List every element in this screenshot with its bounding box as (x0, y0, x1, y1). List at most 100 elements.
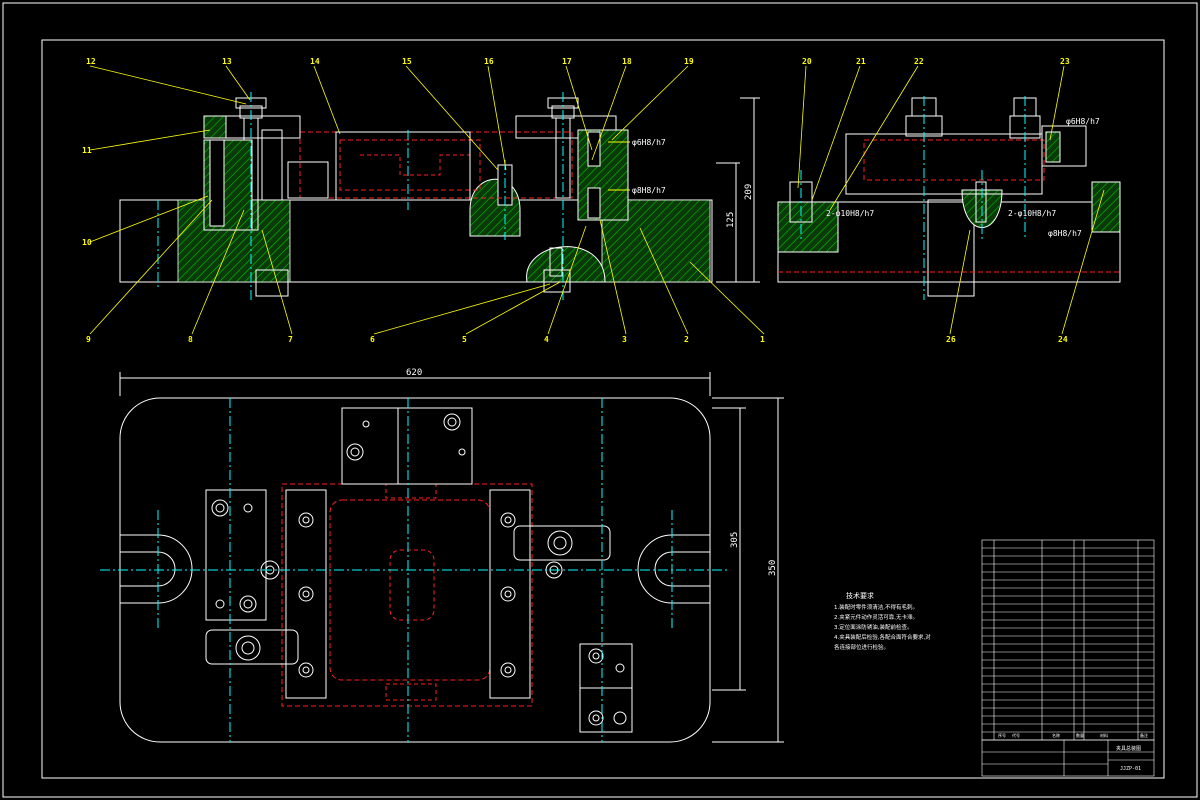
hole (588, 648, 604, 664)
hole (211, 499, 229, 517)
balloon-leader-line (1061, 189, 1105, 335)
right-pin-upper (587, 131, 601, 167)
hole (592, 652, 600, 660)
hole (241, 641, 255, 655)
balloon-leader-line (191, 209, 245, 335)
balloon-label-18: 18 (622, 57, 632, 66)
hole (615, 663, 625, 673)
support-block (287, 161, 329, 199)
hole (592, 714, 600, 722)
bill-of-materials (981, 539, 1155, 741)
left-rail (285, 489, 327, 699)
right-clamp-plate (515, 115, 617, 139)
left-column-bolt (209, 139, 225, 227)
dim-plan-width: 620 (406, 368, 422, 378)
left-clamp-section (203, 115, 227, 139)
side-pin (975, 181, 987, 223)
balloon-leader-line (465, 281, 561, 335)
balloon-label-14: 14 (310, 57, 320, 66)
right-column-section (577, 129, 629, 221)
balloon-leader-line (829, 65, 919, 211)
plan-workpiece-slot (389, 549, 435, 621)
left-clamp-block (205, 489, 267, 621)
dim-front-height: 209 (744, 184, 754, 200)
dim-plan-inner: 305 (730, 532, 740, 548)
balloon-leader-line (591, 65, 627, 161)
bottom-nut (543, 269, 571, 293)
tech-note-line: 各连接部位进行检验。 (834, 643, 889, 651)
hole (504, 590, 512, 598)
plan-view: 620 350 305 (100, 368, 784, 743)
balloon-label-15: 15 (402, 57, 412, 66)
side-workpiece (863, 139, 1045, 181)
hole (243, 599, 253, 609)
bom-header-material: 材料 (1100, 732, 1108, 738)
balloon-leader-line (373, 283, 551, 335)
u-slot-left-inner (120, 551, 176, 587)
hole (547, 530, 573, 556)
workpiece-body (335, 131, 471, 201)
workpiece-outline (299, 131, 573, 199)
balloon-leader-line (225, 65, 251, 101)
hole (458, 448, 466, 456)
side-view: φ6H8/h7 2-φ10H8/h7 2-φ10H8/h7 φ8H8/h7 (777, 96, 1121, 300)
balloon-leader-line (487, 65, 507, 171)
hole (298, 662, 314, 678)
fit-label-2: φ8H8/h7 (632, 186, 666, 195)
u-slot-right-inner (654, 551, 710, 587)
balloon-leader-line (313, 65, 341, 135)
dim-plan-height: 350 (768, 560, 778, 576)
side-clamp-body (845, 133, 1043, 195)
tech-note-line: 2.夹紧元件动作灵活可靠,无卡滞。 (834, 613, 918, 621)
tech-note-line: 3.定位面涂防锈油,装配前检查。 (834, 623, 913, 631)
workpiece-pocket (339, 139, 481, 191)
dim-front-inner: 125 (726, 212, 736, 228)
fit-label-3: φ6H8/h7 (1066, 117, 1100, 126)
hole (346, 443, 364, 461)
bom-header-qty: 数量 (1076, 732, 1084, 738)
frame-border (41, 39, 1165, 779)
hole (500, 512, 516, 528)
hole (260, 560, 280, 580)
hole (235, 635, 261, 661)
balloon-leader-line (811, 65, 861, 201)
hole (443, 413, 461, 431)
balloon-label-19: 19 (684, 57, 694, 66)
title-block-frame (981, 739, 1155, 777)
left-strap-clamp (205, 629, 299, 665)
tech-note-line: 1.装配时零件须清洁,不得有毛刺。 (834, 603, 918, 611)
balloon-label-16: 16 (484, 57, 494, 66)
balloon-label-23: 23 (1060, 57, 1070, 66)
hole (302, 666, 310, 674)
balloon-label-8: 8 (188, 335, 193, 344)
hole (239, 595, 257, 613)
balloon-leader-line (639, 227, 689, 335)
balloon-label-20: 20 (802, 57, 812, 66)
hole (215, 599, 225, 609)
balloon-leader-line (797, 65, 807, 189)
balloon-label-11: 11 (82, 146, 92, 155)
bom-header-name: 名称 (1052, 732, 1060, 738)
balloon-label-2: 2 (684, 335, 689, 344)
hole (613, 711, 627, 725)
balloon-leader-line (405, 65, 499, 171)
bom-header-no: 序号 (998, 732, 1006, 738)
balloon-label-7: 7 (288, 335, 293, 344)
balloon-label-24: 24 (1058, 335, 1068, 344)
balloon-label-26: 26 (946, 335, 956, 344)
balloon-label-6: 6 (370, 335, 375, 344)
plan-workpiece-pocket (329, 499, 491, 681)
side-bolt (789, 181, 813, 223)
fit-label-1: φ6H8/h7 (632, 138, 666, 147)
hole (298, 512, 314, 528)
hole (243, 503, 253, 513)
front-view: 209 125 φ6H8/h7 φ8H8/h7 (119, 92, 760, 300)
plan-workpiece (281, 483, 533, 707)
balloon-leader-line (89, 65, 247, 105)
balloon-leader-line (689, 261, 765, 335)
balloon-label-5: 5 (462, 335, 467, 344)
balloon-label-22: 22 (914, 57, 924, 66)
balloon-leader-line (89, 195, 209, 243)
